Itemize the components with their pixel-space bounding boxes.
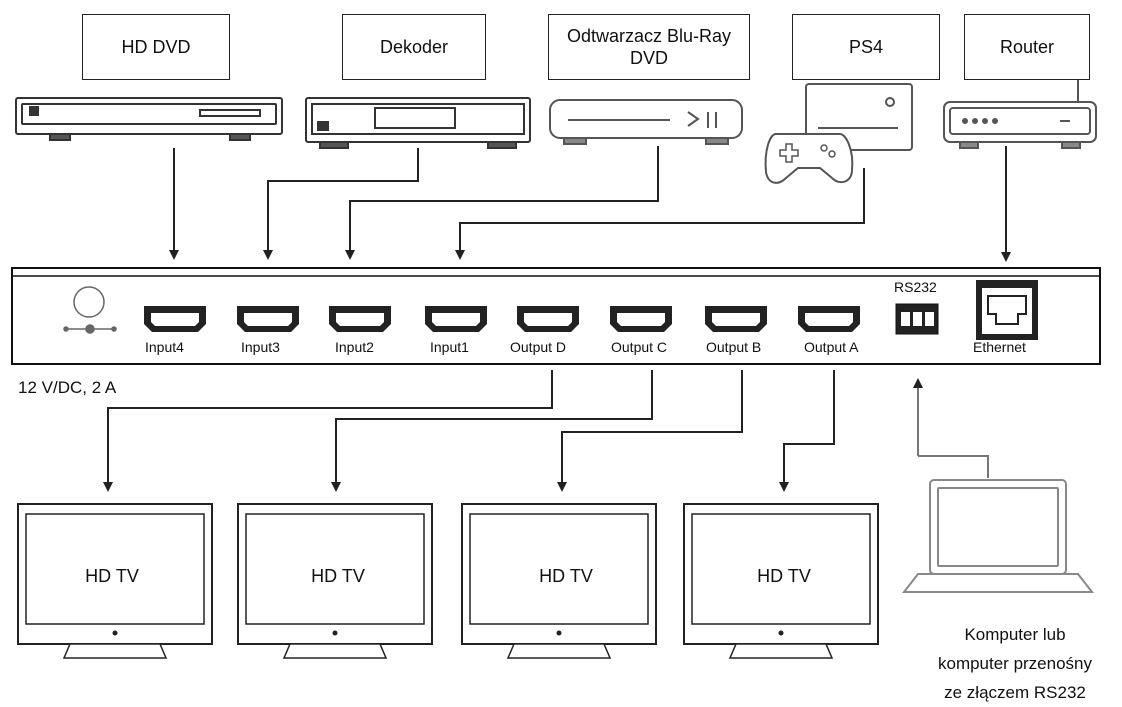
bluray-player-icon bbox=[549, 99, 743, 145]
laptop-icon bbox=[901, 479, 1095, 593]
output-c-label: Output C bbox=[611, 339, 668, 355]
input1-hdmi-port-icon bbox=[425, 306, 487, 332]
input4-hdmi-port-icon bbox=[144, 306, 206, 332]
input3-label: Input3 bbox=[241, 339, 280, 355]
hd-dvd-label: HD DVD bbox=[82, 14, 230, 80]
tv-1-label: HD TV bbox=[85, 566, 139, 586]
bluray-label: Odtwarzacz Blu-Ray DVD bbox=[548, 14, 750, 80]
input2-label: Input2 bbox=[335, 339, 374, 355]
laptop-caption-line-3: ze złączem RS232 bbox=[944, 683, 1086, 702]
tv-4-label: HD TV bbox=[757, 566, 811, 586]
output-connection-lines bbox=[103, 370, 989, 492]
tv-2-icon bbox=[237, 503, 433, 659]
router-device-icon bbox=[943, 66, 1097, 149]
dekoder-device-icon bbox=[305, 97, 531, 149]
power-jack-icon bbox=[63, 286, 117, 334]
laptop-caption: Komputer lub komputer przenośny ze złącz… bbox=[910, 620, 1120, 707]
dekoder-label: Dekoder bbox=[342, 14, 486, 80]
input2-hdmi-port-icon bbox=[329, 306, 391, 332]
output-c-hdmi-port-icon bbox=[610, 306, 672, 332]
output-d-label: Output D bbox=[510, 339, 567, 355]
output-b-label: Output B bbox=[706, 339, 762, 355]
ps4-label: PS4 bbox=[792, 14, 940, 80]
output-a-label: Output A bbox=[804, 339, 859, 355]
input3-hdmi-port-icon bbox=[237, 306, 299, 332]
input-connection-lines bbox=[169, 146, 1011, 262]
rs232-label: RS232 bbox=[894, 279, 937, 295]
input4-label: Input4 bbox=[145, 339, 184, 355]
input1-label: Input1 bbox=[430, 339, 469, 355]
laptop-caption-line-2: komputer przenośny bbox=[937, 654, 1093, 673]
router-label: Router bbox=[964, 14, 1090, 80]
output-d-hdmi-port-icon bbox=[517, 306, 579, 332]
output-b-hdmi-port-icon bbox=[705, 306, 767, 332]
rs232-port-icon bbox=[895, 303, 939, 335]
output-a-hdmi-port-icon bbox=[798, 306, 860, 332]
ethernet-label: Ethernet bbox=[973, 339, 1026, 355]
tv-2-label: HD TV bbox=[311, 566, 365, 586]
ethernet-port-icon bbox=[976, 280, 1038, 340]
ps4-console-icon bbox=[764, 83, 913, 184]
tv-4-icon bbox=[683, 503, 879, 659]
hd-dvd-device-icon bbox=[15, 97, 283, 141]
tv-3-icon bbox=[461, 503, 657, 659]
laptop-caption-line-1: Komputer lub bbox=[964, 625, 1066, 644]
tv-3-label: HD TV bbox=[539, 566, 593, 586]
tv-1-icon bbox=[17, 503, 213, 659]
power-spec-label: 12 V/DC, 2 A bbox=[18, 378, 117, 397]
